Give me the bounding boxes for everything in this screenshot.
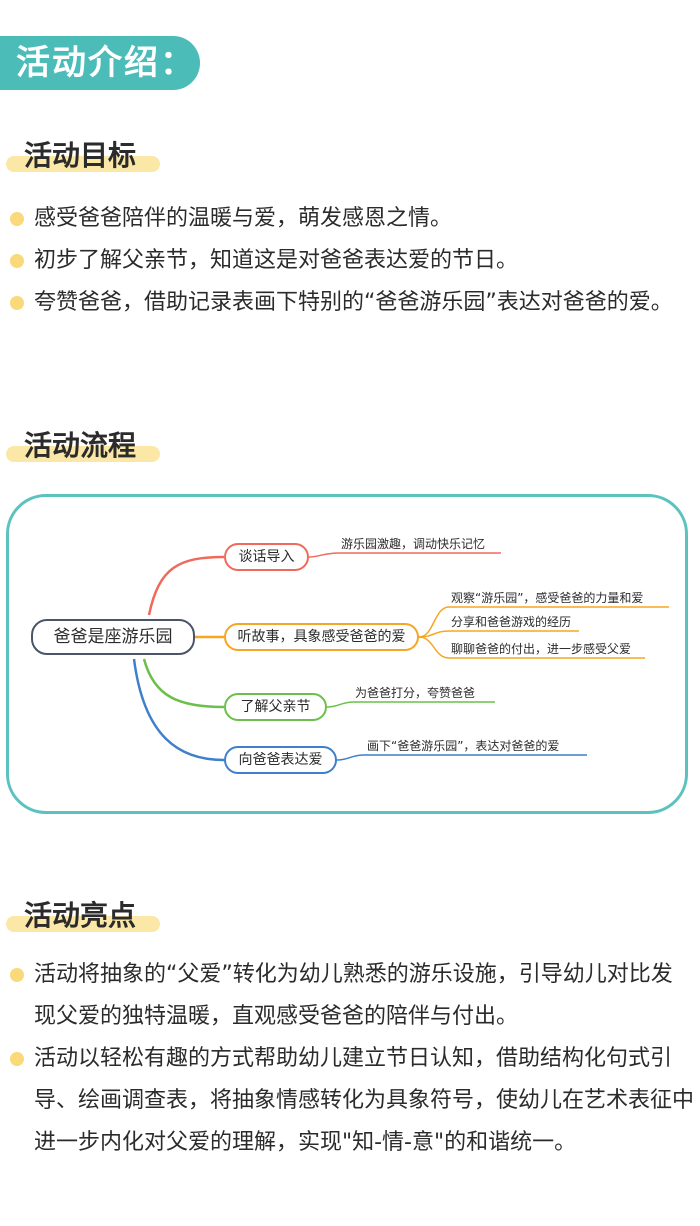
mindmap-branch-1: 谈话导入 (224, 543, 309, 571)
mindmap-leaf: 为爸爸打分，夸赞爸爸 (355, 686, 476, 700)
goals-list: 感受爸爸陪伴的温暖与爱，萌发感恩之情。 初步了解父亲节，知道这是对爸爸表达爱的节… (8, 198, 694, 324)
goals-title: 活动目标 (5, 134, 161, 174)
mindmap-root: 爸爸是座游乐园 (31, 619, 195, 655)
mindmap-leaf: 聊聊爸爸的付出，进一步感受父爱 (451, 642, 632, 656)
list-item: 初步了解父亲节，知道这是对爸爸表达爱的节日。 (8, 240, 694, 282)
list-item: 活动将抽象的“父爱”转化为幼儿熟悉的游乐设施，引导幼儿对比发现父爱的独特温暖，直… (8, 954, 694, 1038)
mindmap-connectors (132, 552, 669, 762)
mindmap-box: 爸爸是座游乐园 谈话导入 听故事，具象感受爸爸的爱 了解父亲节 向爸爸表达爱 游… (6, 494, 688, 814)
process-title: 活动流程 (5, 424, 161, 464)
mindmap-leaf: 游乐园激趣，调动快乐记忆 (341, 537, 486, 551)
highlights-title: 活动亮点 (5, 894, 161, 934)
mindmap-branch-3: 了解父亲节 (224, 693, 327, 721)
list-item: 活动以轻松有趣的方式帮助幼儿建立节日认知，借助结构化句式引导、绘画调查表，将抽象… (8, 1038, 694, 1164)
mindmap-leaf: 观察“游乐园”，感受爸爸的力量和爱 (451, 591, 644, 605)
list-item: 夸赞爸爸，借助记录表画下特别的“爸爸游乐园”表达对爸爸的爱。 (8, 282, 694, 324)
mindmap-leaf: 画下“爸爸游乐园”，表达对爸爸的爱 (367, 739, 560, 753)
mindmap-branch-4: 向爸爸表达爱 (224, 746, 337, 774)
mindmap-leaf: 分享和爸爸游戏的经历 (451, 615, 572, 629)
highlights-list: 活动将抽象的“父爱”转化为幼儿熟悉的游乐设施，引导幼儿对比发现父爱的独特温暖，直… (8, 954, 694, 1164)
list-item: 感受爸爸陪伴的温暖与爱，萌发感恩之情。 (8, 198, 694, 240)
mindmap-branch-2: 听故事，具象感受爸爸的爱 (224, 623, 419, 651)
intro-banner: 活动介绍： (0, 36, 200, 90)
